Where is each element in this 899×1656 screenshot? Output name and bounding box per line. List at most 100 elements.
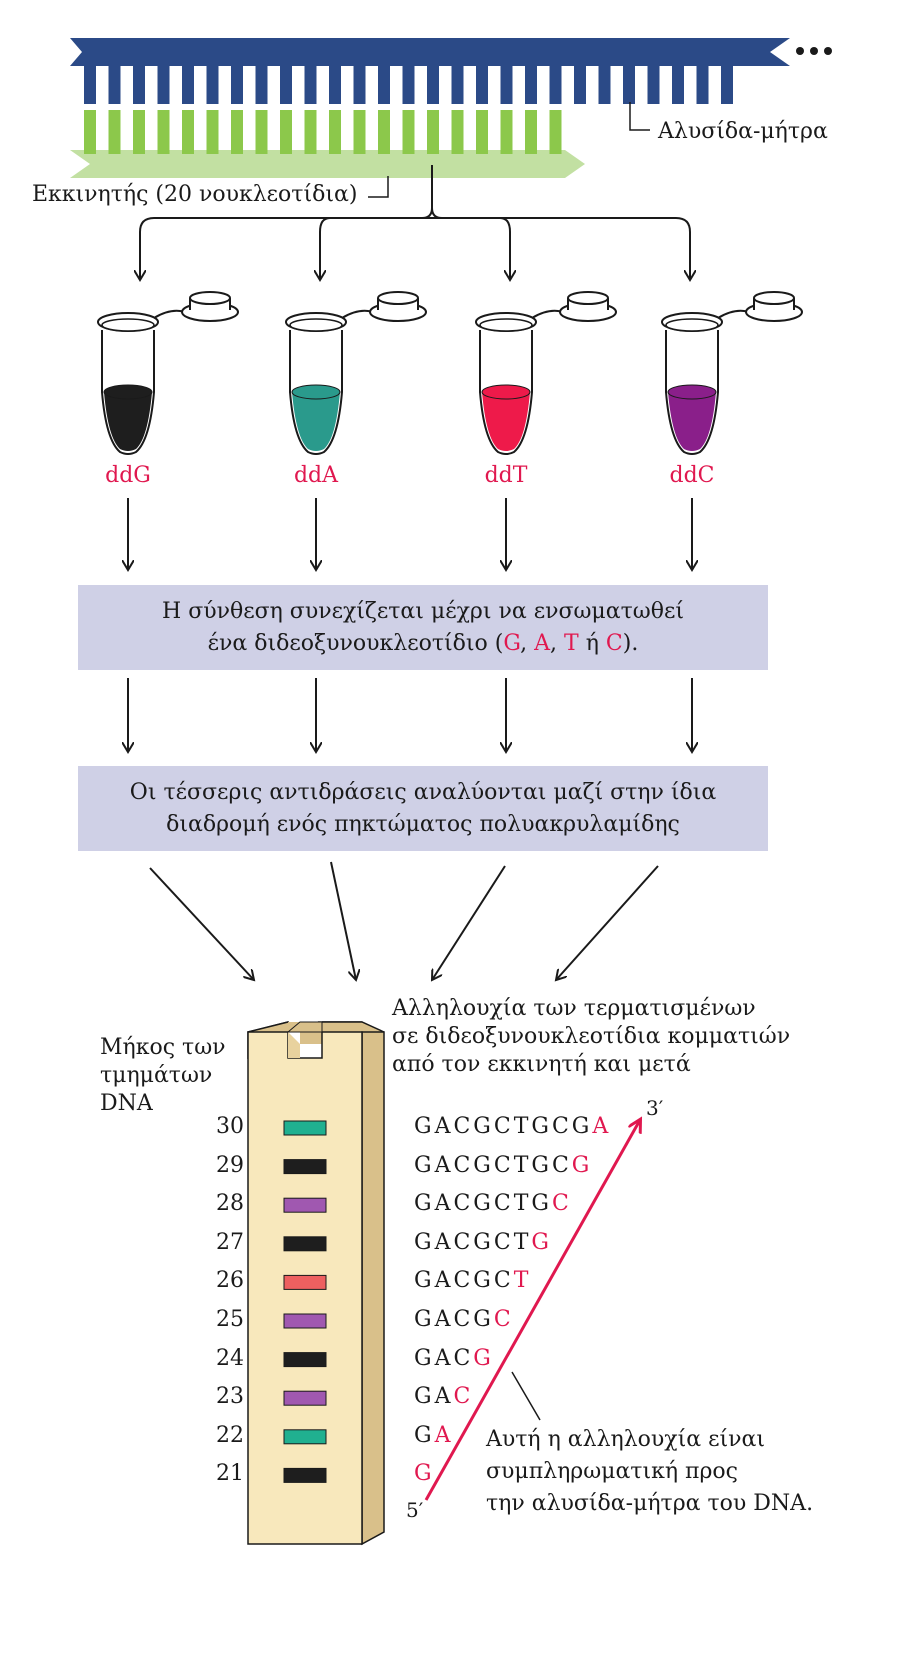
primer-nucleotide: [476, 110, 488, 154]
template-nucleotide: [574, 64, 586, 104]
fragment-length: 29: [216, 1152, 244, 1178]
end-3-label: 3′: [646, 1096, 664, 1120]
tube-liquid: [482, 392, 530, 451]
fragment-sequence: GACG: [414, 1346, 494, 1371]
synthesis-line-2: ένα διδεοξυνουκλεοτίδιο (G, A, T ή C).: [207, 630, 639, 656]
tube-label-ddc: ddC: [669, 463, 715, 488]
template-leader-line: [629, 102, 650, 131]
primer-nucleotide: [329, 110, 341, 154]
primer-nucleotide: [133, 110, 145, 154]
primer-nucleotide: [500, 110, 513, 154]
note-leader-line: [511, 1371, 541, 1421]
template-nucleotide: [108, 64, 121, 104]
gel-band: [283, 1159, 327, 1175]
gel-band: [283, 1236, 327, 1252]
template-nucleotide: [500, 64, 513, 104]
sequence-prefix: G: [414, 1422, 435, 1448]
base-a: A: [534, 630, 551, 656]
fragment-length: 28: [216, 1191, 244, 1217]
primer-strand: [70, 110, 585, 178]
terminal-base: C: [453, 1384, 474, 1410]
template-nucleotide: [549, 64, 562, 104]
template-nucleotide: [721, 64, 733, 104]
sequence-prefix: GACGCTGCG: [414, 1114, 593, 1139]
template-nucleotide: [378, 64, 390, 104]
sequence-prefix: GACGC: [414, 1268, 514, 1294]
template-nucleotide: [133, 64, 145, 104]
fragment-length: 23: [216, 1384, 244, 1410]
fragment-length: 26: [216, 1268, 244, 1294]
terminal-base: A: [434, 1422, 454, 1448]
primer-nucleotide: [549, 110, 562, 154]
sequence-prefix: GACGCTG: [414, 1191, 552, 1217]
complement-note: Αυτή η αλληλουχία είναι συμπληρωματική π…: [486, 1427, 814, 1516]
primer-nucleotide: [280, 110, 292, 154]
tube-ddc: [661, 291, 803, 455]
tube-liquid: [292, 392, 340, 451]
gel-band: [283, 1274, 327, 1290]
end-5-label: 5′: [406, 1498, 424, 1522]
branch-arrows: [140, 165, 690, 280]
tube-dda: [285, 291, 427, 455]
fragment-length: 27: [216, 1229, 244, 1255]
template-nucleotide: [525, 64, 537, 104]
synthesis-box: Η σύνθεση συνεχίζεται μέχρι να ενσωματωθ…: [78, 585, 768, 670]
template-nucleotide: [157, 64, 170, 104]
fragment-sequence: GACGCTG: [414, 1230, 552, 1255]
primer-nucleotide: [525, 110, 537, 154]
fragment-length: 22: [216, 1422, 244, 1448]
template-nucleotide: [206, 64, 219, 104]
terminal-base: C: [493, 1307, 514, 1332]
template-nucleotide: [231, 64, 243, 104]
fragment-length: 24: [216, 1345, 244, 1371]
template-nucleotide: [329, 64, 341, 104]
template-nucleotide: [353, 64, 366, 104]
tube-label-ddt: ddT: [484, 463, 528, 488]
template-nucleotide: [84, 64, 96, 104]
base-c: C: [605, 630, 623, 656]
template-nucleotide: [623, 64, 635, 104]
terminal-base: G: [531, 1229, 552, 1255]
tube-ddt: [475, 291, 617, 455]
primer-nucleotide: [353, 110, 366, 154]
sequence-prefix: GACGCT: [414, 1229, 532, 1255]
tube-label-dda: ddA: [293, 463, 339, 488]
synthesis-line-1: Η σύνθεση συνεχίζεται μέχρι να ενσωματωθ…: [162, 598, 684, 624]
terminal-base: T: [513, 1268, 532, 1294]
terminal-base: G: [571, 1152, 593, 1178]
primer-nucleotide: [378, 110, 390, 154]
gel-band: [283, 1352, 327, 1368]
tube-liquid: [668, 392, 716, 451]
fragment-sequence: GACGCT: [414, 1268, 531, 1293]
primer-nucleotide: [451, 110, 464, 154]
base-t: T: [564, 630, 579, 656]
primer-nucleotide: [304, 110, 317, 154]
template-label: Αλυσίδα-μήτρα: [658, 119, 828, 144]
electrophoresis-line-2: διαδρομή ενός πηκτώματος πολυακρυλαμίδης: [166, 811, 680, 837]
fragment-sequence: G: [414, 1461, 435, 1486]
tube-label-ddg: ddG: [105, 463, 151, 488]
arrows-to-box-1: [128, 498, 692, 570]
primer-nucleotide: [206, 110, 219, 154]
base-g: G: [503, 630, 521, 656]
arrows-to-gel: [149, 861, 659, 980]
tube-ddg: [97, 291, 239, 455]
template-nucleotide: [647, 64, 660, 104]
template-nucleotide: [427, 64, 439, 104]
sequence-label: Αλληλουχία των τερματισμένων σε διδεοξυν…: [392, 996, 791, 1077]
primer-nucleotide: [231, 110, 243, 154]
primer-nucleotide: [427, 110, 439, 154]
gel-band: [283, 1390, 327, 1406]
template-nucleotide: [696, 64, 709, 104]
fragment-length: 25: [216, 1307, 244, 1332]
fragment-sequence: GACGCTGCG: [414, 1153, 592, 1178]
template-nucleotide: [280, 64, 292, 104]
complement-arrow: [424, 1120, 640, 1501]
terminal-base: A: [592, 1114, 612, 1139]
primer-nucleotide: [84, 110, 96, 154]
sequence-prefix: GACG: [414, 1307, 494, 1332]
electrophoresis-line-1: Οι τέσσερις αντιδράσεις αναλύονται μαζί …: [129, 779, 717, 805]
terminal-base: G: [473, 1345, 494, 1371]
fragment-length: 21: [216, 1461, 244, 1487]
gel-band: [283, 1120, 327, 1136]
